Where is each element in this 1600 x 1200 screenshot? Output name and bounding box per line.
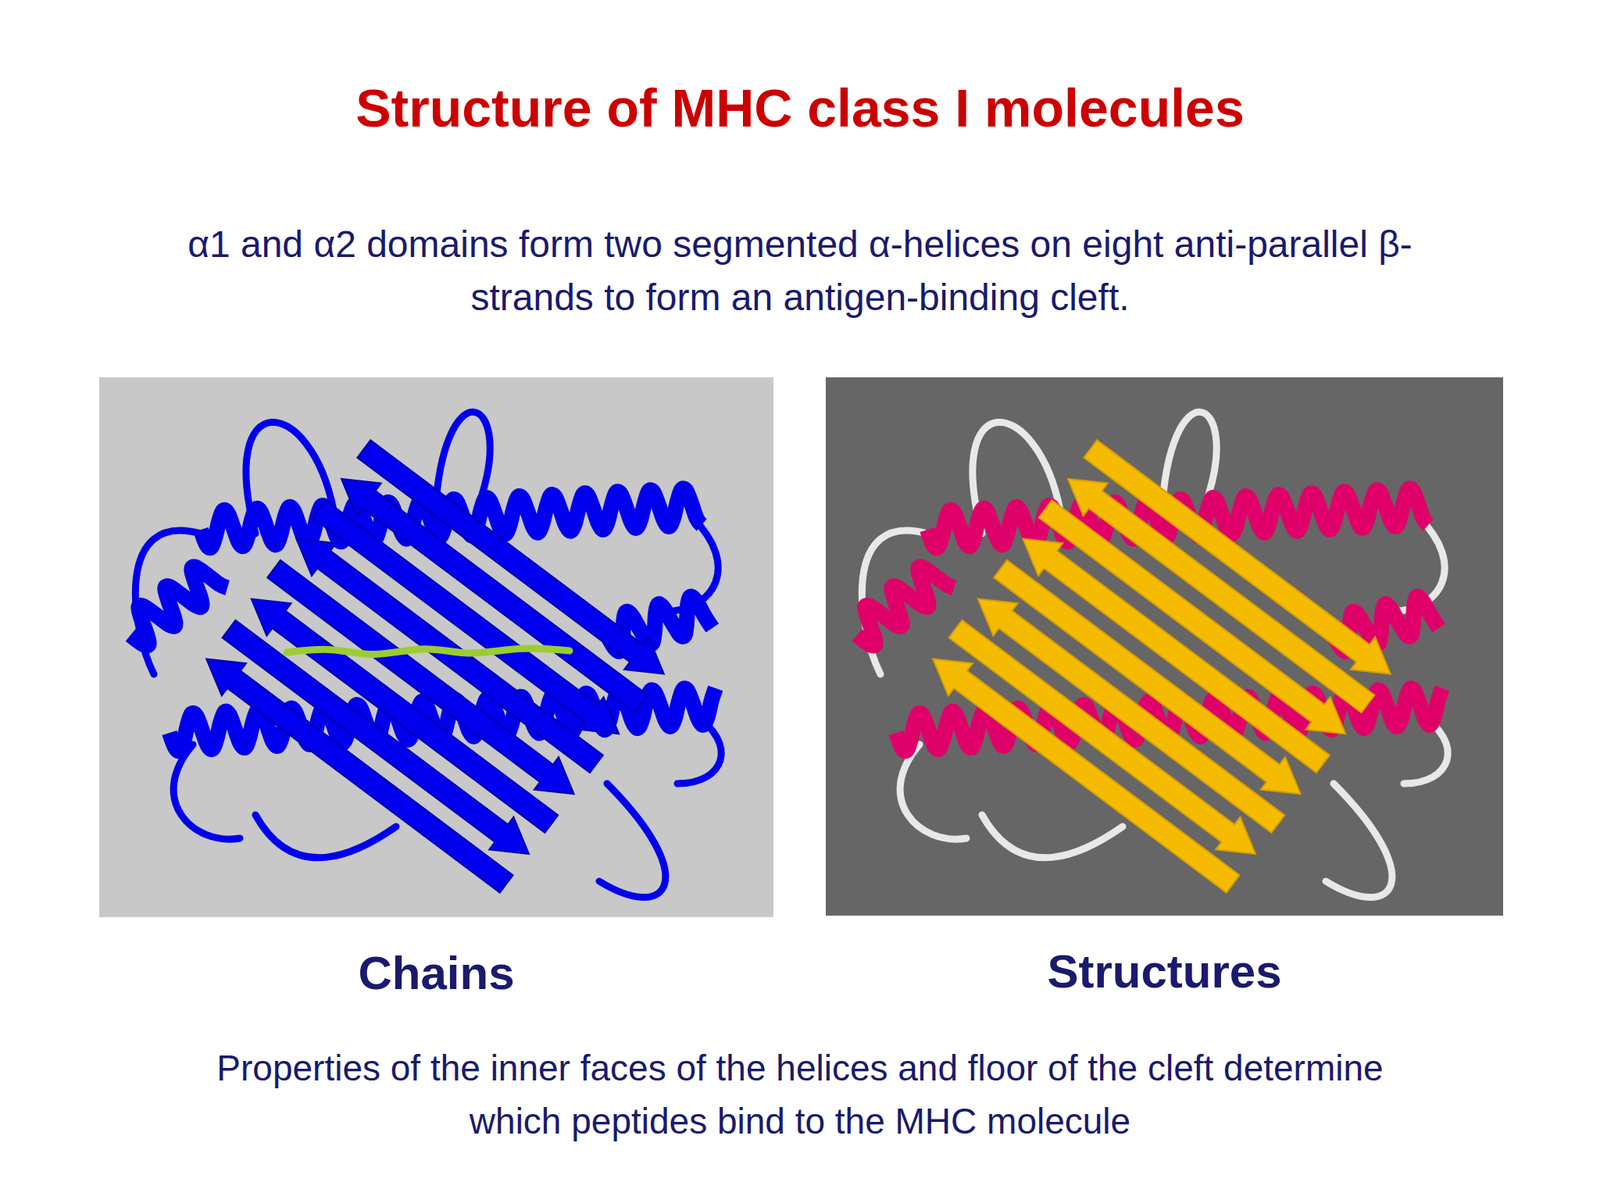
slide-title: Structure of MHC class I molecules <box>0 78 1600 138</box>
loop-coil <box>982 814 1123 858</box>
beta-strand <box>932 658 1240 893</box>
peptide <box>286 648 570 655</box>
alpha-helix <box>130 566 228 646</box>
loop-coil <box>900 744 967 840</box>
structures-panel <box>825 377 1504 916</box>
panel-ground <box>99 377 774 918</box>
footnote-text: Properties of the inner faces of the hel… <box>167 1041 1433 1148</box>
panel-caption: Structures <box>825 943 1504 1000</box>
chains-panel <box>99 377 774 918</box>
loop-coil <box>1325 783 1393 898</box>
alpha-helix <box>857 566 954 646</box>
subtitle-text: α1 and α2 domains form two segmented α-h… <box>175 217 1425 325</box>
panel-ground <box>825 377 1504 916</box>
panel-caption: Chains <box>99 945 774 1002</box>
figure-panel: Chains <box>99 377 774 1011</box>
beta-strand <box>949 620 1256 854</box>
loop-coil <box>255 814 397 858</box>
figure-panel: Structures <box>825 377 1504 1010</box>
loop-coil <box>173 744 240 840</box>
loop-coil <box>599 783 666 898</box>
beta-strand <box>206 658 513 893</box>
